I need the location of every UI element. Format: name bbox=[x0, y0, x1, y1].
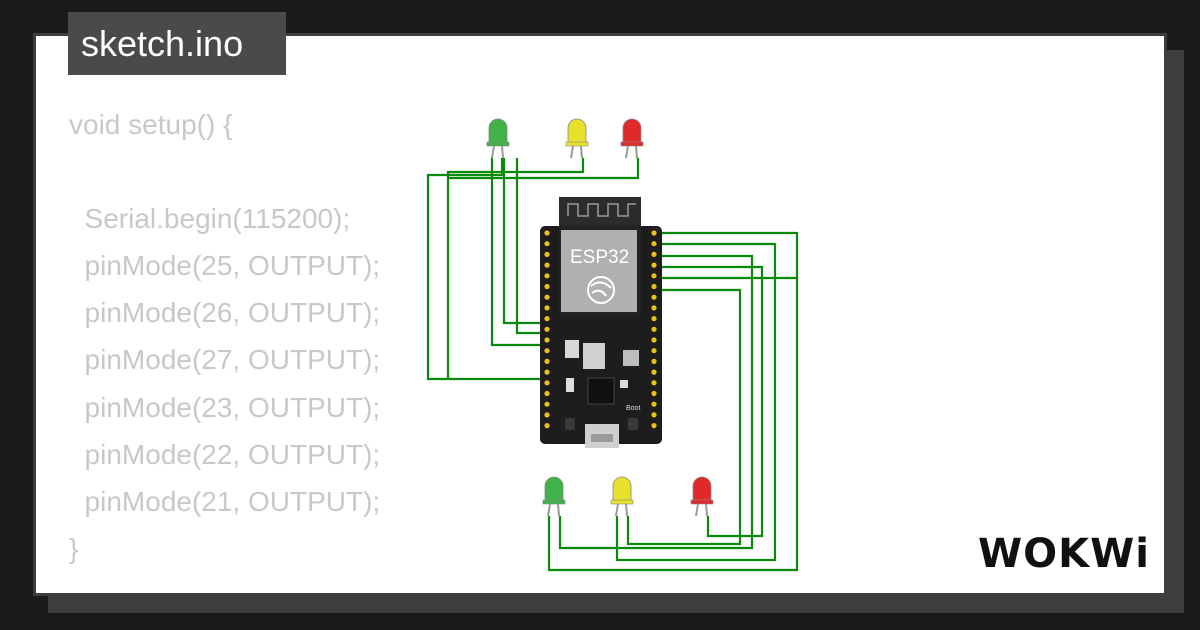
pin[interactable] bbox=[544, 316, 550, 322]
esp32-board[interactable]: ESP32 Boot bbox=[540, 197, 662, 448]
esp32-shield bbox=[561, 230, 637, 312]
pin[interactable] bbox=[544, 262, 550, 268]
pin[interactable] bbox=[544, 283, 550, 290]
code-line: pinMode(25, OUTPUT); bbox=[69, 250, 381, 282]
pin[interactable] bbox=[544, 337, 550, 343]
pin[interactable] bbox=[544, 358, 550, 364]
esp32-label: ESP32 bbox=[570, 247, 629, 268]
led-bottom-green[interactable] bbox=[542, 476, 566, 517]
wire bbox=[547, 231, 799, 572]
pin[interactable] bbox=[544, 305, 550, 311]
pin[interactable] bbox=[651, 390, 657, 397]
pin[interactable] bbox=[651, 326, 657, 332]
wire bbox=[626, 288, 742, 546]
pin[interactable] bbox=[544, 412, 550, 418]
code-line: pinMode(22, OUTPUT); bbox=[69, 438, 381, 470]
pin[interactable] bbox=[651, 251, 657, 257]
pin[interactable] bbox=[544, 230, 550, 236]
pin[interactable] bbox=[651, 401, 657, 407]
wire bbox=[502, 158, 547, 325]
pin[interactable] bbox=[544, 294, 550, 300]
leds bbox=[486, 118, 714, 517]
led-bottom-red[interactable] bbox=[690, 476, 714, 517]
led-bottom-yellow[interactable] bbox=[610, 476, 634, 517]
pin[interactable] bbox=[651, 262, 657, 268]
pin[interactable] bbox=[544, 423, 550, 429]
pin[interactable] bbox=[544, 348, 550, 354]
pin[interactable] bbox=[544, 390, 550, 397]
boot-button[interactable] bbox=[628, 418, 638, 430]
code-line: pinMode(27, OUTPUT); bbox=[69, 344, 381, 376]
pin[interactable] bbox=[651, 305, 657, 311]
pin[interactable] bbox=[651, 423, 657, 429]
pin[interactable] bbox=[651, 348, 657, 354]
code-line: pinMode(23, OUTPUT); bbox=[69, 391, 381, 423]
pin[interactable] bbox=[651, 358, 657, 364]
pin[interactable] bbox=[651, 230, 657, 236]
wokwi-logo[interactable]: WOKWi bbox=[978, 531, 1150, 577]
svg-text:Boot: Boot bbox=[626, 405, 640, 412]
pin[interactable] bbox=[651, 283, 657, 290]
espressif-logo-icon bbox=[587, 276, 615, 304]
pin[interactable] bbox=[544, 251, 550, 257]
pin[interactable] bbox=[651, 380, 657, 386]
code-line: Serial.begin(115200); bbox=[69, 203, 351, 235]
wire bbox=[654, 265, 764, 538]
reset-button[interactable] bbox=[565, 418, 575, 430]
pin[interactable] bbox=[651, 337, 657, 343]
wire bbox=[448, 158, 640, 180]
wire bbox=[558, 254, 754, 550]
wires bbox=[426, 158, 799, 572]
pin[interactable] bbox=[544, 241, 550, 247]
pin[interactable] bbox=[651, 369, 657, 375]
file-tab[interactable]: sketch.ino bbox=[68, 12, 286, 75]
wire bbox=[446, 158, 585, 379]
pin[interactable] bbox=[651, 273, 657, 279]
pin[interactable] bbox=[544, 369, 550, 375]
svg-text:WOKWi: WOKWi bbox=[978, 531, 1150, 577]
code-line: pinMode(26, OUTPUT); bbox=[69, 297, 381, 329]
wire bbox=[490, 158, 547, 347]
led-top-red[interactable] bbox=[620, 118, 644, 159]
pin[interactable] bbox=[544, 326, 550, 332]
pin[interactable] bbox=[651, 316, 657, 322]
pin[interactable] bbox=[651, 241, 657, 247]
code-line: pinMode(21, OUTPUT); bbox=[69, 485, 381, 517]
pin[interactable] bbox=[544, 401, 550, 407]
led-top-yellow[interactable] bbox=[565, 118, 589, 159]
pin[interactable] bbox=[544, 273, 550, 279]
pin[interactable] bbox=[651, 412, 657, 418]
pin[interactable] bbox=[651, 294, 657, 300]
wire bbox=[615, 242, 777, 562]
led-top-green[interactable] bbox=[486, 118, 510, 159]
pin[interactable] bbox=[544, 380, 550, 386]
code-line: void setup() { bbox=[69, 109, 233, 140]
wire bbox=[515, 158, 547, 335]
code-line: } bbox=[69, 532, 79, 564]
code-view: void setup() { Serial.begin(115200); pin… bbox=[69, 101, 380, 572]
pin-header-right bbox=[651, 230, 657, 429]
pin-header-left bbox=[544, 230, 550, 429]
wire bbox=[426, 158, 547, 381]
